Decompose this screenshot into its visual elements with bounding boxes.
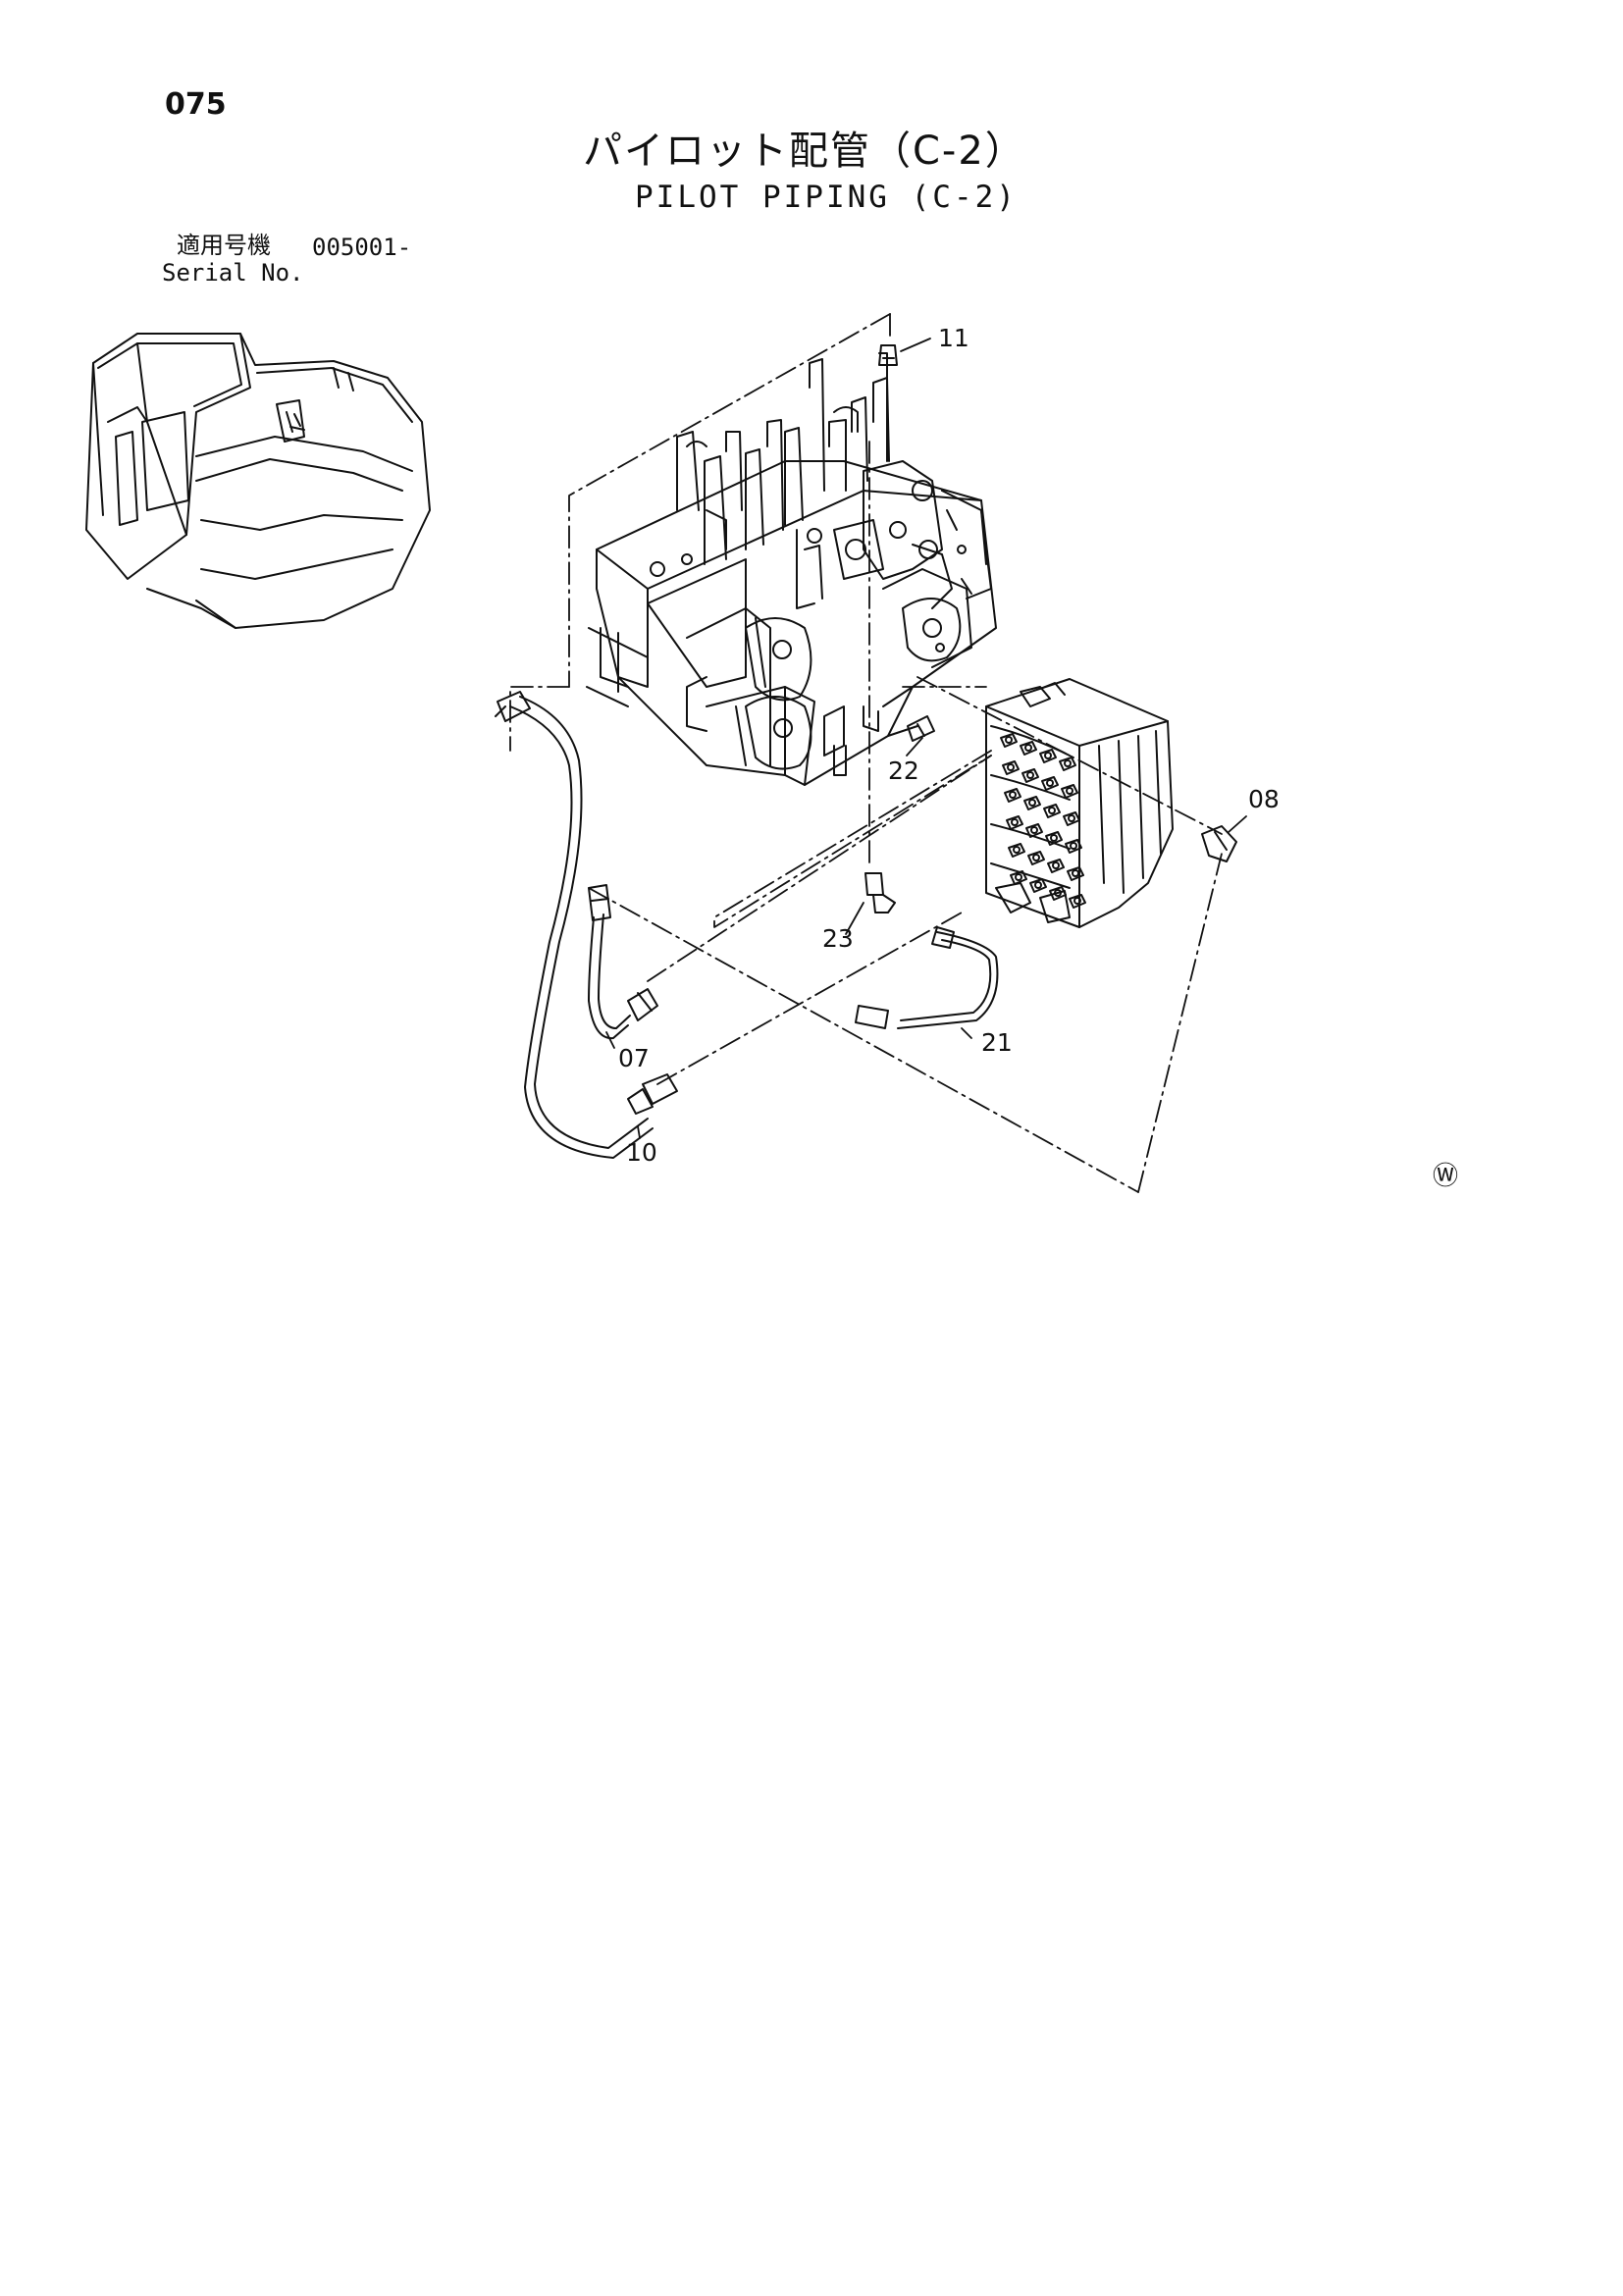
port-fitting bbox=[1041, 776, 1059, 791]
port-fitting bbox=[1065, 839, 1082, 854]
port-fitting bbox=[1067, 866, 1084, 881]
port-hole bbox=[1070, 842, 1077, 850]
control-valve bbox=[586, 352, 997, 786]
port-hole bbox=[1011, 818, 1019, 826]
port-fitting bbox=[1049, 886, 1067, 901]
port-fitting bbox=[1021, 768, 1039, 783]
excavator-location-thumbnail bbox=[85, 333, 431, 629]
port-fitting bbox=[1002, 760, 1020, 775]
port-hole bbox=[1015, 873, 1022, 881]
fitting-08 bbox=[1201, 825, 1237, 862]
port-hole bbox=[1028, 799, 1036, 807]
callout-08: 08 bbox=[1248, 785, 1280, 813]
port-fitting bbox=[1047, 859, 1065, 873]
port-fitting bbox=[1004, 788, 1021, 803]
callout-10: 10 bbox=[626, 1138, 657, 1167]
port-fitting bbox=[1063, 811, 1080, 826]
page-number: 075 bbox=[165, 87, 227, 122]
port-fitting bbox=[1025, 823, 1043, 838]
port-hole bbox=[1054, 889, 1062, 897]
port-fitting bbox=[1000, 733, 1018, 748]
port-fitting bbox=[1069, 894, 1086, 909]
port-hole bbox=[1007, 763, 1015, 771]
serial-label-english: Serial No. bbox=[162, 259, 304, 287]
title-english: PILOT PIPING (C-2) bbox=[635, 180, 1018, 215]
port-hole bbox=[1072, 869, 1079, 877]
port-hole bbox=[1048, 807, 1056, 814]
fitting-11 bbox=[878, 344, 898, 366]
hose-07 bbox=[588, 884, 658, 1040]
serial-label-japanese: 適用号機 bbox=[177, 232, 271, 259]
port-hole bbox=[1064, 759, 1072, 767]
port-hole bbox=[1068, 814, 1075, 822]
title-japanese: パイロット配管（C-2） bbox=[583, 129, 1026, 174]
solenoid-valve-block bbox=[985, 678, 1174, 928]
callout-22: 22 bbox=[888, 757, 919, 785]
leader-lines bbox=[605, 338, 1247, 1139]
fitting-22 bbox=[907, 715, 935, 742]
port-fitting bbox=[1023, 796, 1041, 810]
port-hole bbox=[1026, 771, 1034, 779]
pipe-21 bbox=[855, 926, 999, 1029]
port-fitting bbox=[1010, 870, 1027, 885]
port-hole bbox=[1030, 826, 1038, 834]
port-fitting bbox=[1008, 843, 1025, 858]
callout-23: 23 bbox=[822, 924, 854, 953]
port-hole bbox=[1034, 881, 1042, 889]
callout-07: 07 bbox=[618, 1044, 650, 1072]
port-fitting bbox=[1045, 831, 1063, 846]
port-hole bbox=[1052, 861, 1060, 869]
solenoid-ports bbox=[1000, 733, 1086, 909]
port-hole bbox=[1005, 736, 1013, 744]
port-fitting bbox=[1043, 804, 1061, 818]
port-hole bbox=[1073, 897, 1081, 905]
callout-21: 21 bbox=[981, 1028, 1013, 1057]
hose-10 bbox=[495, 691, 678, 1159]
callout-11: 11 bbox=[938, 324, 969, 352]
port-hole bbox=[1044, 752, 1052, 759]
port-hole bbox=[1024, 744, 1032, 752]
port-hole bbox=[1032, 854, 1040, 861]
port-fitting bbox=[1006, 815, 1023, 830]
port-fitting bbox=[1039, 749, 1057, 763]
port-hole bbox=[1050, 834, 1058, 842]
port-fitting bbox=[1029, 878, 1047, 893]
port-fitting bbox=[1059, 757, 1076, 771]
serial-number-value: 005001- bbox=[312, 234, 412, 261]
port-hole bbox=[1066, 787, 1073, 795]
port-hole bbox=[1013, 846, 1021, 854]
port-fitting bbox=[1020, 741, 1037, 756]
port-hole bbox=[1046, 779, 1054, 787]
port-fitting bbox=[1061, 784, 1078, 799]
port-hole bbox=[1009, 791, 1017, 799]
w-mark: Ⓦ bbox=[1433, 1162, 1459, 1191]
port-fitting bbox=[1027, 851, 1045, 865]
fitting-23 bbox=[864, 872, 896, 913]
